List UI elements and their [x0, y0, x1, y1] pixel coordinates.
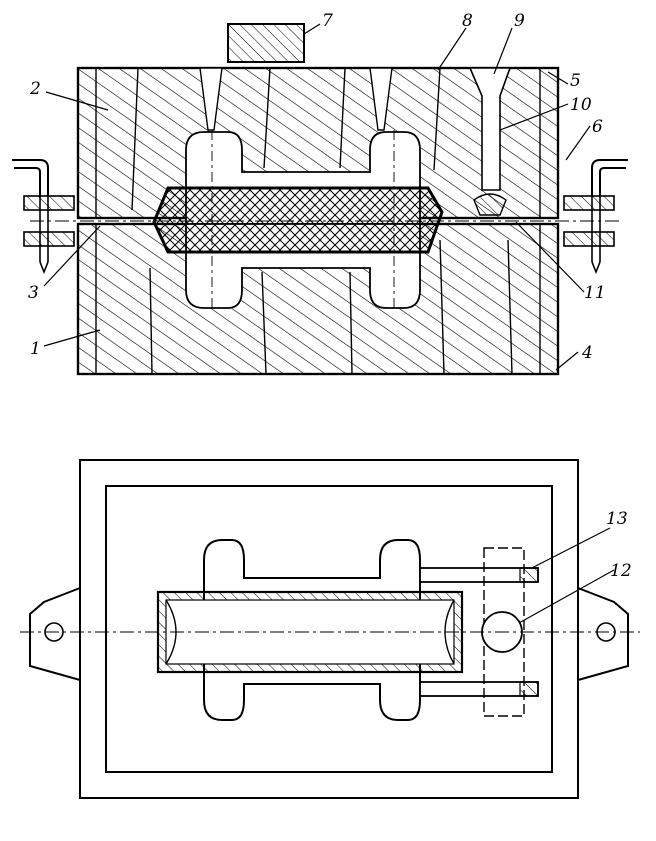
sprue-channel	[468, 67, 512, 191]
outer-frame	[79, 459, 579, 799]
top-bar	[227, 23, 305, 63]
vent-slot-2	[369, 67, 393, 131]
core-insert	[152, 187, 444, 253]
label-7: 7	[322, 11, 333, 31]
part-labels: 1 2 3 4 5 6 7 8 9 10 11 12 13	[28, 11, 632, 581]
inner-frame	[105, 485, 553, 773]
label-5: 5	[570, 71, 581, 91]
plan-view	[20, 459, 640, 799]
label-11: 11	[584, 283, 606, 303]
label-1: 1	[30, 339, 41, 359]
vent-slot-1	[199, 67, 223, 131]
label-4: 4	[581, 343, 593, 363]
right-clamp	[563, 159, 628, 275]
label-12: 12	[610, 561, 632, 581]
spool-outline	[203, 539, 421, 721]
left-clamp	[12, 159, 75, 275]
label-10: 10	[570, 95, 592, 115]
section-view	[12, 23, 628, 376]
lug-right	[577, 587, 629, 681]
label-9: 9	[514, 11, 525, 31]
label-13: 13	[606, 509, 628, 529]
label-2: 2	[29, 79, 41, 99]
label-6: 6	[592, 117, 603, 137]
label-3: 3	[28, 283, 39, 303]
label-8: 8	[462, 11, 473, 31]
lug-left	[29, 587, 81, 681]
leader-lines	[43, 23, 615, 629]
